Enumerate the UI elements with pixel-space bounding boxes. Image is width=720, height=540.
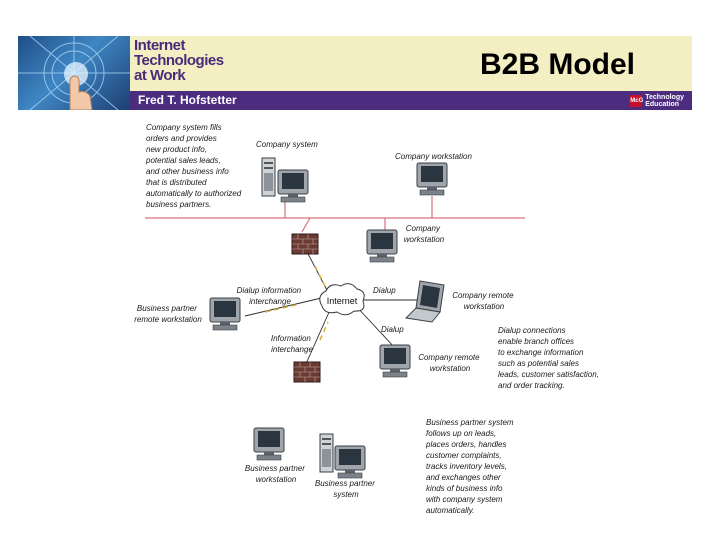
book-title-line: at Work bbox=[134, 67, 186, 84]
company-remote-workstation-icon bbox=[379, 344, 411, 378]
banner-hand-graphic bbox=[18, 36, 130, 110]
business-partner-workstation-label: Business partner workstation bbox=[245, 464, 307, 484]
company-workstation-icon bbox=[366, 229, 398, 263]
hand-touch-icon bbox=[18, 36, 130, 110]
monitor-icon bbox=[277, 169, 309, 203]
server-tower-icon bbox=[261, 157, 276, 197]
slide-title: B2B Model bbox=[480, 48, 636, 81]
company-system bbox=[261, 157, 309, 203]
internet-label: Internet bbox=[327, 296, 358, 306]
dialup-information-interchange-label: Dialup information interchange bbox=[237, 286, 304, 306]
book-title-line: Technologies bbox=[134, 52, 224, 69]
business-partner-system bbox=[319, 433, 366, 479]
company-system-note: Company system fills orders and provides… bbox=[145, 123, 243, 209]
business-partner-note: Business partner system follows up on le… bbox=[425, 418, 516, 515]
firewall-icon bbox=[293, 361, 321, 383]
author-strip: Fred T. Hofstetter McG Technology Educat… bbox=[130, 91, 692, 110]
company-remote-laptop-icon bbox=[404, 280, 445, 323]
author-name: Fred T. Hofstetter bbox=[138, 93, 237, 107]
data-flow-arrows bbox=[264, 265, 329, 341]
dialup-note: Dialup connections enable branch offices… bbox=[498, 326, 601, 390]
publisher-line: Education bbox=[645, 100, 680, 108]
company-system-label: Company system bbox=[256, 140, 318, 149]
publisher-logo-icon: McG bbox=[630, 94, 643, 107]
company-workstation-label: Company workstation bbox=[395, 152, 472, 161]
monitor-icon bbox=[334, 445, 366, 479]
information-interchange-label: Information interchange bbox=[271, 334, 314, 354]
company-remote-workstation-label: Company remote workstation bbox=[418, 353, 482, 373]
dialup-label: Dialup bbox=[381, 325, 404, 334]
header-banner: Internet Technologies at Work Fred T. Ho… bbox=[18, 36, 692, 110]
business-partner-workstation-icon bbox=[253, 427, 285, 461]
lan-drop-line bbox=[301, 217, 311, 233]
internet-links bbox=[244, 247, 420, 367]
company-remote-workstation-label: Company remote workstation bbox=[452, 291, 516, 311]
business-partner-remote-workstation-icon bbox=[209, 297, 241, 331]
publisher-line: Technology bbox=[645, 93, 684, 101]
business-partner-remote-workstation-label: Business partner remote workstation bbox=[134, 304, 202, 324]
business-partner-system-label: Business partner system bbox=[315, 479, 377, 499]
company-workstation-icon bbox=[416, 162, 448, 196]
book-title: Internet Technologies at Work bbox=[134, 38, 224, 83]
internet-cloud: Internet bbox=[319, 283, 365, 316]
server-tower-icon bbox=[319, 433, 334, 473]
firewall-icon bbox=[291, 233, 319, 255]
company-workstation-label: Company workstation bbox=[404, 224, 445, 244]
book-title-line: Internet bbox=[134, 37, 186, 54]
publisher: McG Technology Education bbox=[630, 93, 684, 108]
dialup-label: Dialup bbox=[373, 286, 396, 295]
